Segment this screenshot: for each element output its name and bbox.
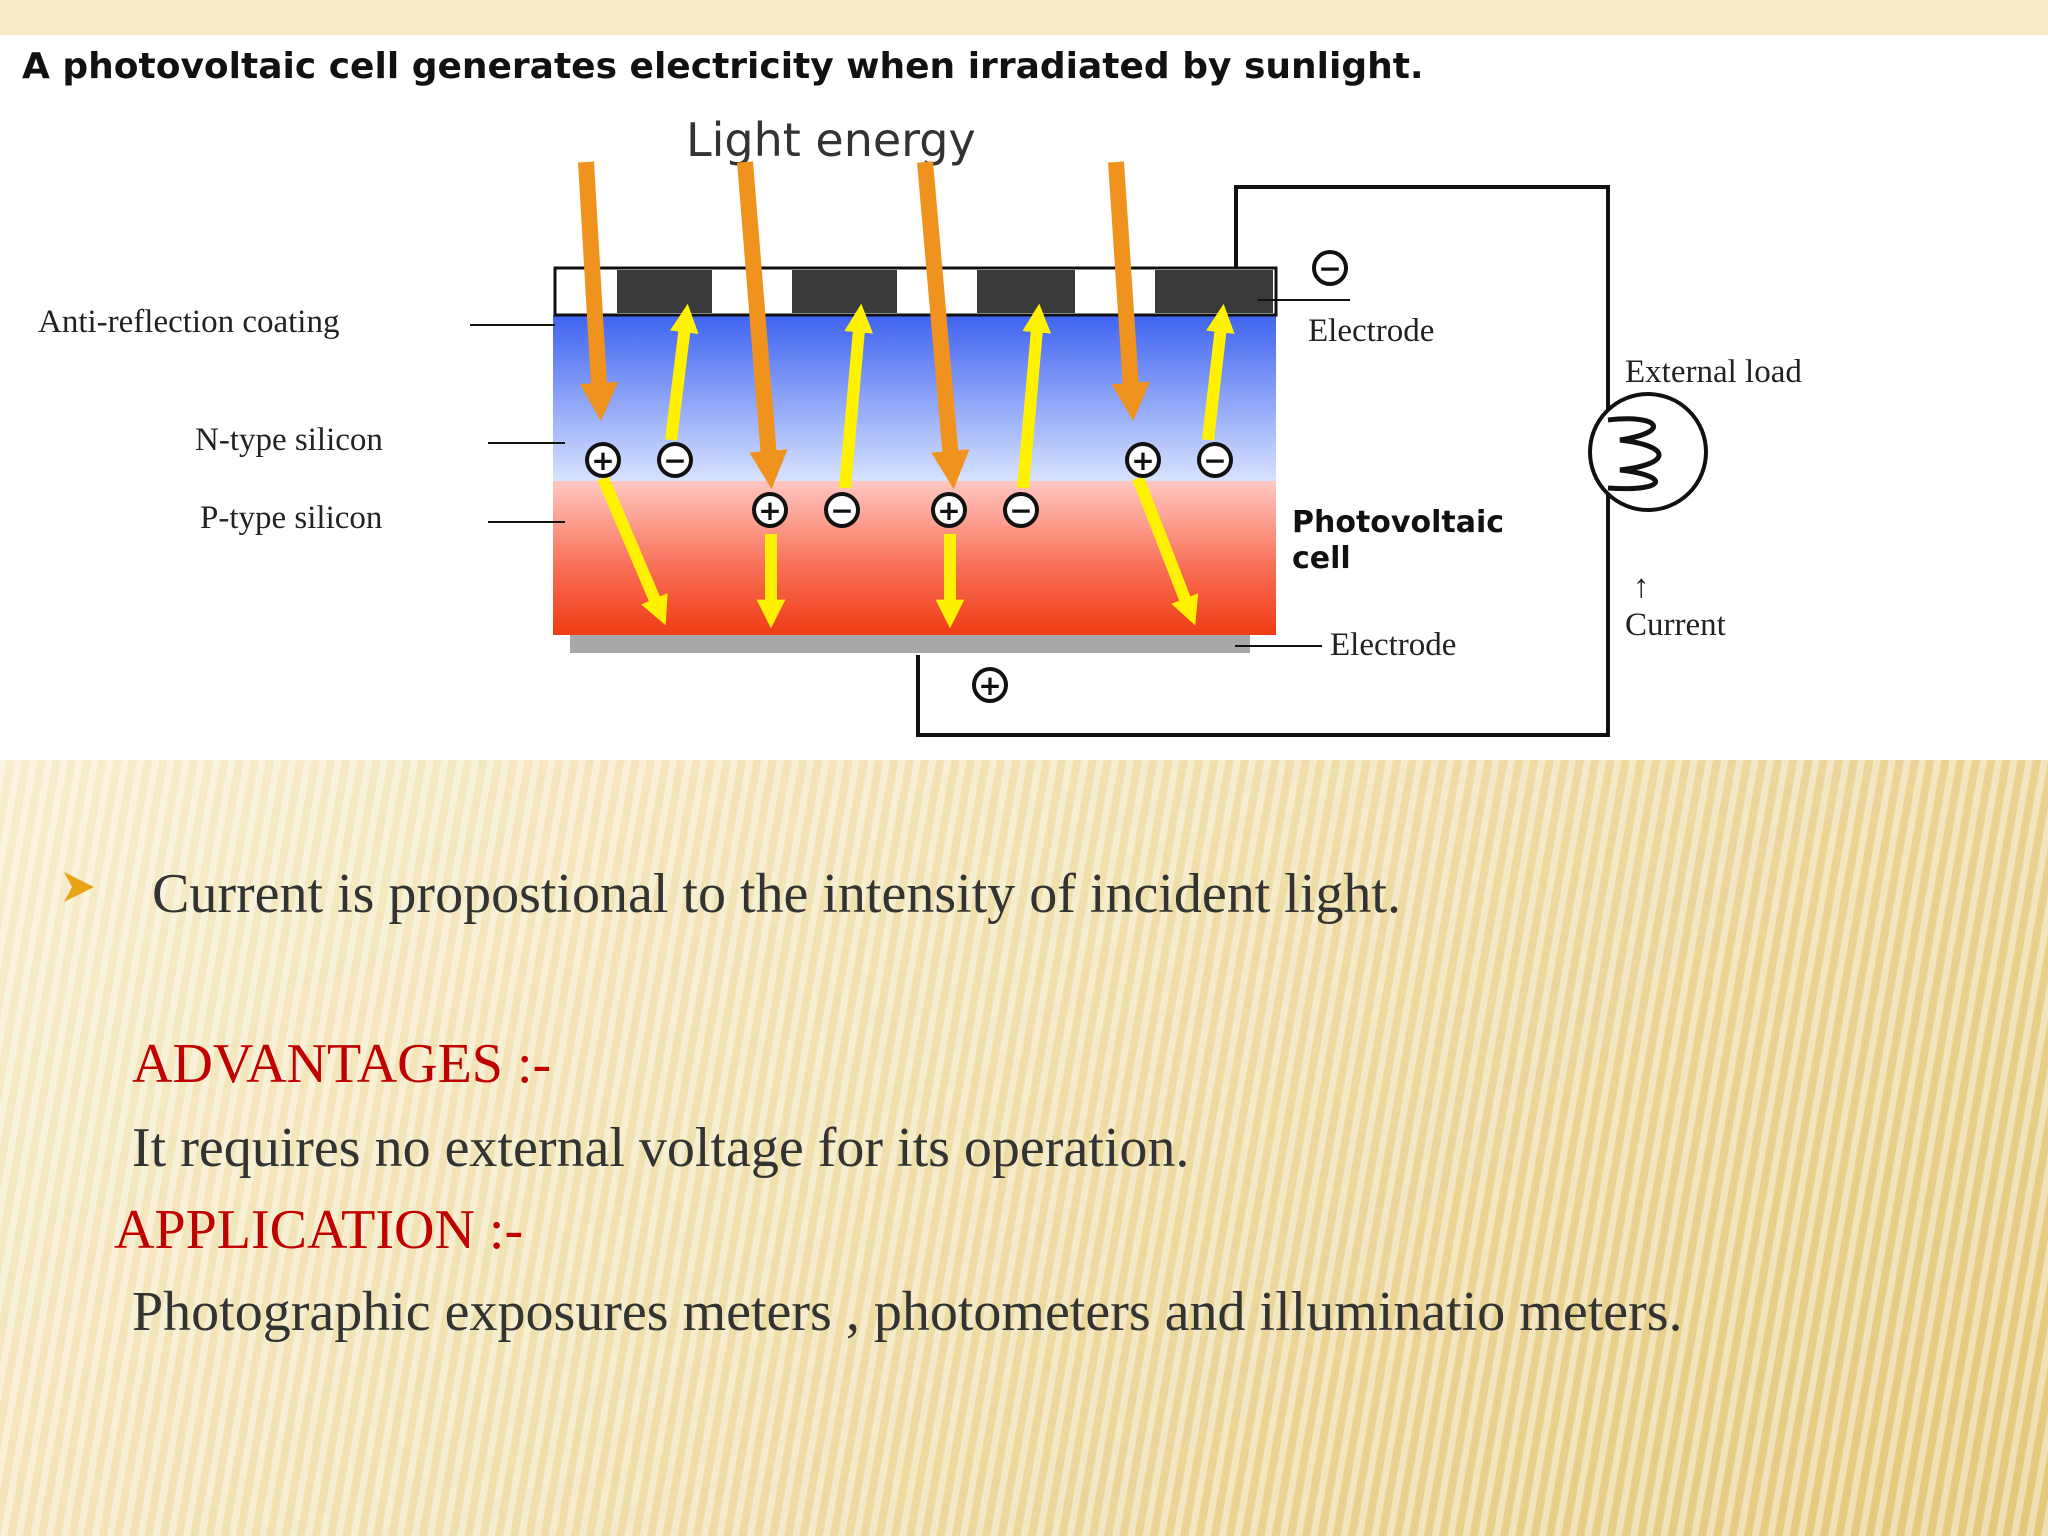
charge-pair: + − xyxy=(1125,442,1233,478)
top-strip xyxy=(0,0,2048,35)
p-type-label: P-type silicon xyxy=(200,500,382,536)
anti-reflection-label: Anti-reflection coating xyxy=(38,304,339,340)
advantages-heading: ADVANTAGES :- xyxy=(132,1033,552,1095)
hole-paths xyxy=(597,475,1199,629)
photovoltaic-label: Photovoltaic xyxy=(1292,505,1504,540)
application-text: Photographic exposures meters , photomet… xyxy=(132,1281,1683,1343)
svg-text:−: − xyxy=(830,494,853,527)
photovoltaic-diagram: A photovoltaic cell generates electricit… xyxy=(0,35,2048,760)
svg-text:−: − xyxy=(1203,444,1226,477)
bullet-arrow-icon xyxy=(64,872,94,902)
light-rays xyxy=(578,161,1150,490)
svg-text:−: − xyxy=(1318,252,1341,285)
leader-lines xyxy=(470,299,1350,647)
top-electrode-label: Electrode xyxy=(1308,313,1434,349)
application-heading: APPLICATION :- xyxy=(114,1199,524,1261)
charge-pair: + − xyxy=(585,442,693,478)
svg-text:+: + xyxy=(1131,444,1154,477)
svg-text:+: + xyxy=(978,669,1001,702)
light-energy-label: Light energy xyxy=(686,113,976,167)
external-load-symbol xyxy=(1588,392,1708,512)
diagram-svg: A photovoltaic cell generates electricit… xyxy=(22,46,1802,737)
n-type-label: N-type silicon xyxy=(195,422,383,458)
external-load-label: External load xyxy=(1625,354,1802,390)
electron-paths xyxy=(665,303,1235,489)
diagram-caption: A photovoltaic cell generates electricit… xyxy=(22,46,1424,87)
svg-text:−: − xyxy=(663,444,686,477)
bottom-electrode-label: Electrode xyxy=(1330,627,1456,663)
charge-pair: + − xyxy=(931,492,1039,528)
svg-text:−: − xyxy=(1009,494,1032,527)
current-arrow: ↑ xyxy=(1633,569,1650,605)
charge-pair: + − xyxy=(752,492,860,528)
bottom-electrode xyxy=(570,635,1250,653)
svg-text:+: + xyxy=(758,494,781,527)
top-electrode xyxy=(617,270,1273,313)
negative-terminal-symbol: − xyxy=(1312,250,1348,286)
svg-text:+: + xyxy=(937,494,960,527)
text-panel-background xyxy=(0,760,2048,1536)
positive-terminal-symbol: + xyxy=(972,667,1008,703)
bullet-text: Current is propostional to the intensity… xyxy=(152,863,1401,925)
svg-text:+: + xyxy=(591,444,614,477)
advantages-text: It requires no external voltage for its … xyxy=(132,1117,1190,1179)
current-label: Current xyxy=(1625,607,1726,643)
cell-label: cell xyxy=(1292,541,1351,576)
